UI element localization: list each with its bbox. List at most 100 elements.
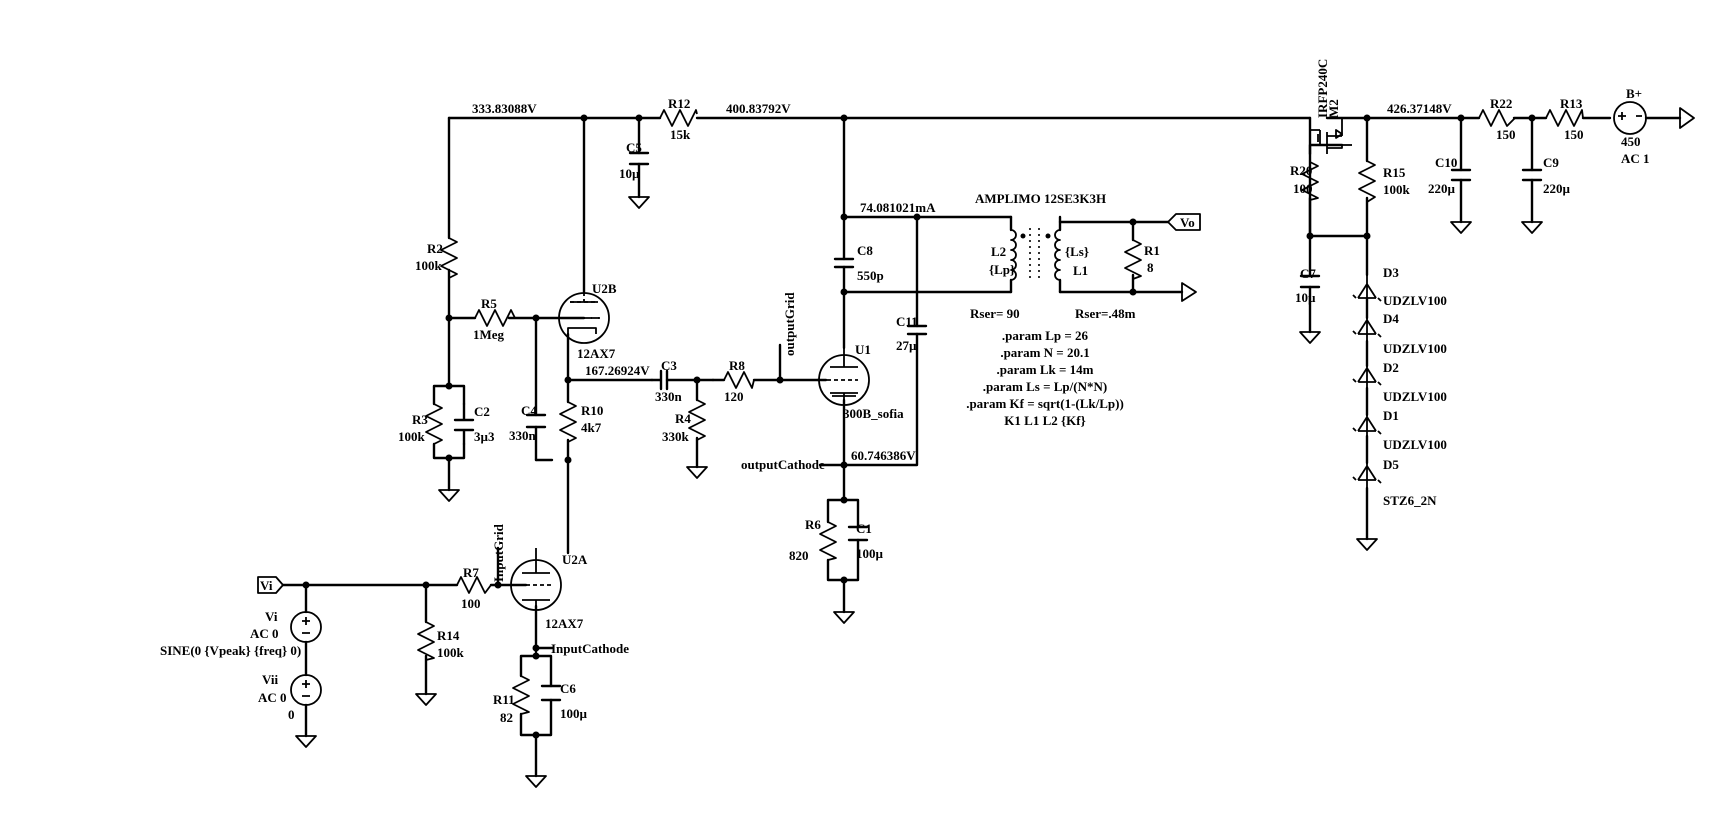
- c11-val: 27µ: [896, 338, 917, 353]
- c5-val: 10µ: [619, 166, 640, 181]
- resistor-r7[interactable]: [456, 576, 492, 594]
- capacitor-c8[interactable]: [833, 257, 855, 269]
- resistor-r4[interactable]: [688, 399, 706, 441]
- d4-val: UDZLV100: [1383, 341, 1447, 356]
- directive-line: .param Kf = sqrt(1-(Lk/Lp)): [966, 396, 1124, 411]
- capacitor-c6[interactable]: [540, 684, 562, 702]
- port-vi[interactable]: Vi: [257, 576, 284, 594]
- resistor-r8[interactable]: [723, 371, 755, 389]
- capacitor-c3[interactable]: [650, 369, 669, 391]
- resistor-r11[interactable]: [512, 675, 530, 715]
- tube-u2b[interactable]: [558, 292, 610, 344]
- resistor-r13[interactable]: [1545, 109, 1584, 127]
- c11-ref: C11: [896, 314, 918, 329]
- port-vo[interactable]: Vo: [1167, 213, 1201, 231]
- capacitor-c1[interactable]: [847, 525, 869, 542]
- wires: [281, 116, 1612, 778]
- net-labels: 333.83088V 400.83792V 426.37148V 74.0810…: [472, 101, 1452, 656]
- resistor-r2[interactable]: [440, 237, 458, 279]
- c1-val: 100µ: [856, 546, 884, 561]
- r4-ref: R4: [675, 411, 691, 426]
- c2-val: 3µ3: [474, 429, 495, 444]
- primary-rser: Rser= 90: [970, 306, 1020, 321]
- r2-ref: R2: [427, 241, 443, 256]
- net-input-cathode: InputCathode: [551, 641, 629, 656]
- r22-ref: R22: [1490, 96, 1512, 111]
- transformer-labels: AMPLIMO 12SE3K3H L2 {Lp} Rser= 90 {Ls} L…: [970, 191, 1136, 321]
- vi-ac: AC 0: [250, 626, 279, 641]
- r3-val: 100k: [398, 429, 426, 444]
- zener-d1[interactable]: [1352, 415, 1382, 436]
- capacitor-c10[interactable]: [1450, 168, 1472, 182]
- transformer-title: AMPLIMO 12SE3K3H: [975, 191, 1106, 206]
- capacitor-c4[interactable]: [525, 413, 547, 429]
- tube-u1[interactable]: [818, 348, 870, 406]
- c8-ref: C8: [857, 243, 873, 258]
- r13-ref: R13: [1560, 96, 1583, 111]
- d3-val: UDZLV100: [1383, 293, 1447, 308]
- vi-val: SINE(0 {Vpeak} {freq} 0): [160, 643, 301, 658]
- mosfet-m2[interactable]: [1309, 118, 1352, 154]
- c8-val: 550p: [857, 268, 884, 283]
- capacitor-c11[interactable]: [906, 324, 928, 336]
- r7-val: 100: [461, 596, 481, 611]
- c7-val: 10µ: [1295, 290, 1316, 305]
- d2-ref: D2: [1383, 360, 1399, 375]
- secondary-ref: L1: [1073, 263, 1088, 278]
- c10-ref: C10: [1435, 155, 1457, 170]
- ground-symbols: [295, 196, 1543, 788]
- resistor-r12[interactable]: [659, 109, 698, 127]
- zener-d4[interactable]: [1352, 318, 1382, 341]
- vi-ref: Vi: [265, 609, 278, 624]
- resistor-r22[interactable]: [1478, 109, 1516, 127]
- bplus-ref: B+: [1626, 86, 1642, 101]
- r5-val: 1Meg: [473, 327, 505, 342]
- d5-val: STZ6_2N: [1383, 493, 1437, 508]
- junctions: [302, 114, 1536, 739]
- resistor-r14[interactable]: [417, 621, 435, 661]
- r12-ref: R12: [668, 96, 690, 111]
- capacitor-c2[interactable]: [453, 402, 475, 446]
- net-input-grid: InputGrid: [491, 523, 506, 582]
- zener-d5[interactable]: [1352, 463, 1382, 488]
- u2b-val: 12AX7: [577, 346, 616, 361]
- net-voltage-2: 400.83792V: [726, 101, 791, 116]
- resistor-r20[interactable]: [1301, 161, 1319, 201]
- zener-d2[interactable]: [1352, 366, 1382, 388]
- c9-val: 220µ: [1543, 181, 1571, 196]
- directive-line: K1 L1 L2 {Kf}: [1004, 413, 1085, 428]
- resistor-r10[interactable]: [559, 401, 577, 443]
- transformer-t1[interactable]: [1010, 228, 1061, 282]
- port-vi-label: Vi: [260, 578, 273, 593]
- primary-val: {Lp}: [989, 262, 1015, 277]
- directive-line: .param Lk = 14m: [997, 362, 1094, 377]
- c6-ref: C6: [560, 681, 576, 696]
- r13-val: 150: [1564, 127, 1584, 142]
- r10-ref: R10: [581, 403, 603, 418]
- source-bplus[interactable]: [1613, 101, 1695, 135]
- resistor-r1[interactable]: [1124, 239, 1142, 280]
- zener-d3[interactable]: [1352, 275, 1382, 302]
- secondary-val: {Ls}: [1065, 244, 1089, 259]
- c6-val: 100µ: [560, 706, 588, 721]
- source-vi[interactable]: [290, 611, 322, 643]
- r5-ref: R5: [481, 296, 497, 311]
- directive-line: .param Lp = 26: [1002, 328, 1089, 343]
- resistor-r15[interactable]: [1358, 160, 1376, 203]
- tube-u2a[interactable]: [510, 548, 562, 611]
- resistor-r6[interactable]: [819, 521, 837, 561]
- net-voltage-3: 426.37148V: [1387, 101, 1452, 116]
- net-output-grid: outputGrid: [782, 292, 797, 356]
- u1-ref: U1: [855, 342, 871, 357]
- resistor-r3[interactable]: [425, 403, 443, 445]
- c2-ref: C2: [474, 404, 490, 419]
- source-vii[interactable]: [290, 674, 322, 706]
- m2-val: IRFP240C: [1315, 59, 1330, 118]
- resistor-r5[interactable]: [474, 309, 516, 327]
- c5-ref: C5: [626, 140, 642, 155]
- capacitor-c5[interactable]: [628, 151, 650, 166]
- vii-ac: AC 0: [258, 690, 287, 705]
- r11-ref: R11: [493, 692, 515, 707]
- capacitor-c7[interactable]: [1299, 274, 1321, 289]
- capacitor-c9[interactable]: [1521, 168, 1543, 182]
